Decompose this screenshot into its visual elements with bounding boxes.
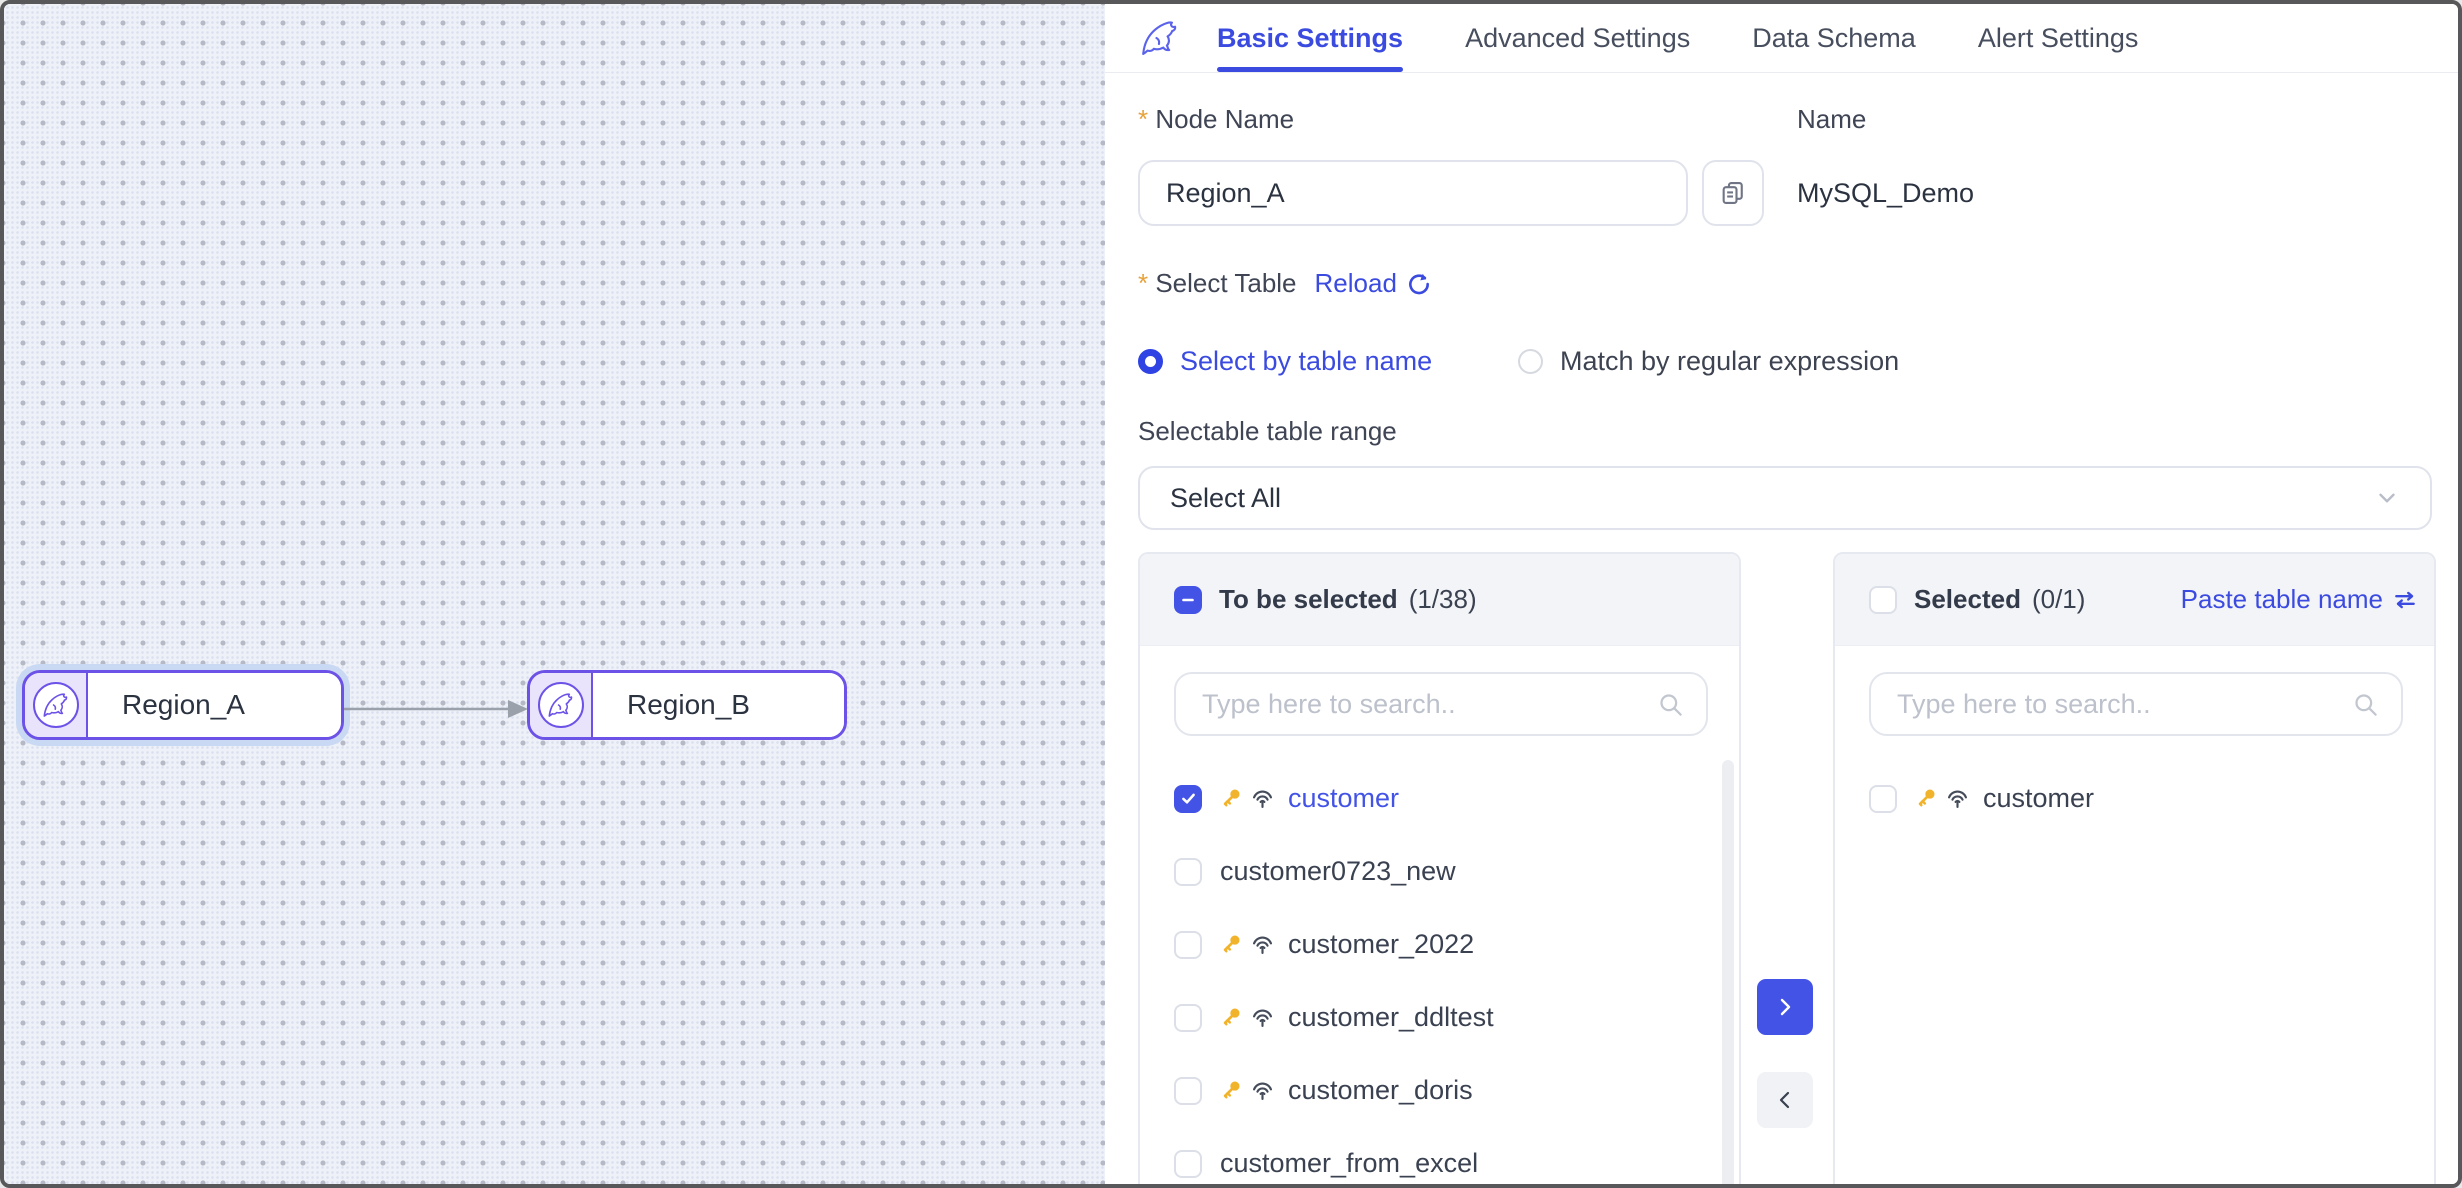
select-table-label: Select Table <box>1138 268 1296 299</box>
reload-link[interactable]: Reload <box>1315 268 1432 299</box>
checkbox-unchecked[interactable] <box>1174 1003 1202 1032</box>
table-range-label: Selectable table range <box>1138 416 1397 446</box>
connection-name-value: MySQL_Demo <box>1797 177 1975 208</box>
checkbox-unchecked[interactable] <box>1174 930 1202 959</box>
mysql-dolphin-icon <box>1137 13 1183 63</box>
primary-key-icon <box>1218 932 1243 957</box>
select-all-checkbox[interactable] <box>1869 585 1897 614</box>
select-value: Select All <box>1170 482 1282 513</box>
list-scrollbar[interactable] <box>1722 760 1734 1184</box>
list-item[interactable]: customer0723_new <box>1140 835 1739 908</box>
mysql-dolphin-icon <box>537 682 584 728</box>
list-item[interactable]: customer_doris <box>1140 1054 1739 1127</box>
radio-on-icon[interactable] <box>1138 349 1163 374</box>
transfer-source-header: To be selected (1/38) <box>1140 554 1739 646</box>
tab-data-schema[interactable]: Data Schema <box>1752 22 1916 53</box>
node-icon-cell <box>25 673 88 737</box>
swap-arrows-icon <box>2395 591 2415 608</box>
list-item[interactable]: customer <box>1835 762 2434 835</box>
checkbox-unchecked[interactable] <box>1174 1076 1202 1105</box>
list-item[interactable]: customer_2022 <box>1140 908 1739 981</box>
tab-advanced-settings[interactable]: Advanced Settings <box>1465 22 1691 53</box>
search-icon <box>2355 693 2377 716</box>
index-fingerprint-icon <box>1249 785 1276 812</box>
transfer-source-panel: To be selected (1/38) Type here to searc… <box>1138 552 1741 1184</box>
move-right-button[interactable] <box>1757 979 1813 1035</box>
transfer-target-title: Selected <box>1914 584 2021 614</box>
primary-key-icon <box>1913 786 1938 811</box>
source-search-input[interactable]: Type here to search.. <box>1174 672 1708 736</box>
chevron-left-icon <box>1779 1091 1790 1109</box>
list-item[interactable]: customer_ddltest <box>1140 981 1739 1054</box>
node-name-label: Node Name <box>1138 104 1294 135</box>
node-label: Region_A <box>88 673 341 737</box>
primary-key-icon <box>1218 786 1243 811</box>
transfer-source-title: To be selected <box>1219 584 1398 614</box>
target-search-input[interactable]: Type here to search.. <box>1869 672 2403 736</box>
index-fingerprint-icon <box>1249 1004 1276 1031</box>
list-item[interactable]: customer_from_excel <box>1140 1127 1739 1184</box>
source-table-list: customer customer0723_new customer_2022 <box>1140 762 1739 1184</box>
settings-panel: Basic Settings Advanced Settings Data Sc… <box>1105 4 2458 1184</box>
tab-basic-settings[interactable]: Basic Settings <box>1217 4 1404 72</box>
list-item[interactable]: customer <box>1140 762 1739 835</box>
table-range-select[interactable]: Select All <box>1138 466 2432 530</box>
checkbox-checked[interactable] <box>1174 784 1202 813</box>
index-fingerprint-icon <box>1944 785 1971 812</box>
search-icon <box>1660 693 1682 716</box>
checkbox-unchecked[interactable] <box>1174 1149 1202 1178</box>
copy-icon <box>1722 182 1743 204</box>
chevron-right-icon <box>1780 998 1791 1016</box>
primary-key-icon <box>1218 1078 1243 1103</box>
reload-icon <box>1409 273 1429 294</box>
move-left-button[interactable] <box>1757 1072 1813 1128</box>
radio-off-icon[interactable] <box>1518 349 1543 374</box>
tab-alert-settings[interactable]: Alert Settings <box>1977 22 2139 53</box>
transfer-target-panel: Selected (0/1) Paste table name Type her… <box>1833 552 2436 1184</box>
checkbox-unchecked[interactable] <box>1174 857 1202 886</box>
node-region-a[interactable]: Region_A <box>22 670 344 740</box>
index-fingerprint-icon <box>1249 931 1276 958</box>
radio-select-by-table-name[interactable]: Select by table name <box>1138 346 1432 377</box>
name-label: Name <box>1797 104 1867 134</box>
transfer-source-count: (1/38) <box>1408 584 1477 614</box>
node-label: Region_B <box>593 673 844 737</box>
select-all-checkbox[interactable] <box>1174 585 1202 614</box>
mysql-dolphin-icon <box>32 682 79 728</box>
edge-arrow <box>344 700 528 718</box>
node-name-input[interactable]: Region_A <box>1138 160 1688 226</box>
node-icon-cell <box>530 673 593 737</box>
copy-button[interactable] <box>1702 160 1764 226</box>
paste-table-name-link[interactable]: Paste table name <box>2181 584 2418 615</box>
flow-canvas[interactable]: Region_A Region_B <box>4 4 1106 1184</box>
primary-key-icon <box>1218 1005 1243 1030</box>
chevron-down-icon <box>2379 493 2395 503</box>
index-fingerprint-icon <box>1249 1077 1276 1104</box>
tab-bar: Basic Settings Advanced Settings Data Sc… <box>1105 4 2458 73</box>
transfer-target-header: Selected (0/1) Paste table name <box>1835 554 2434 646</box>
target-table-list: customer <box>1835 762 2434 835</box>
radio-match-by-regex[interactable]: Match by regular expression <box>1518 346 1899 377</box>
checkbox-unchecked[interactable] <box>1869 784 1897 813</box>
node-region-b[interactable]: Region_B <box>527 670 847 740</box>
transfer-target-count: (0/1) <box>2031 584 2086 614</box>
